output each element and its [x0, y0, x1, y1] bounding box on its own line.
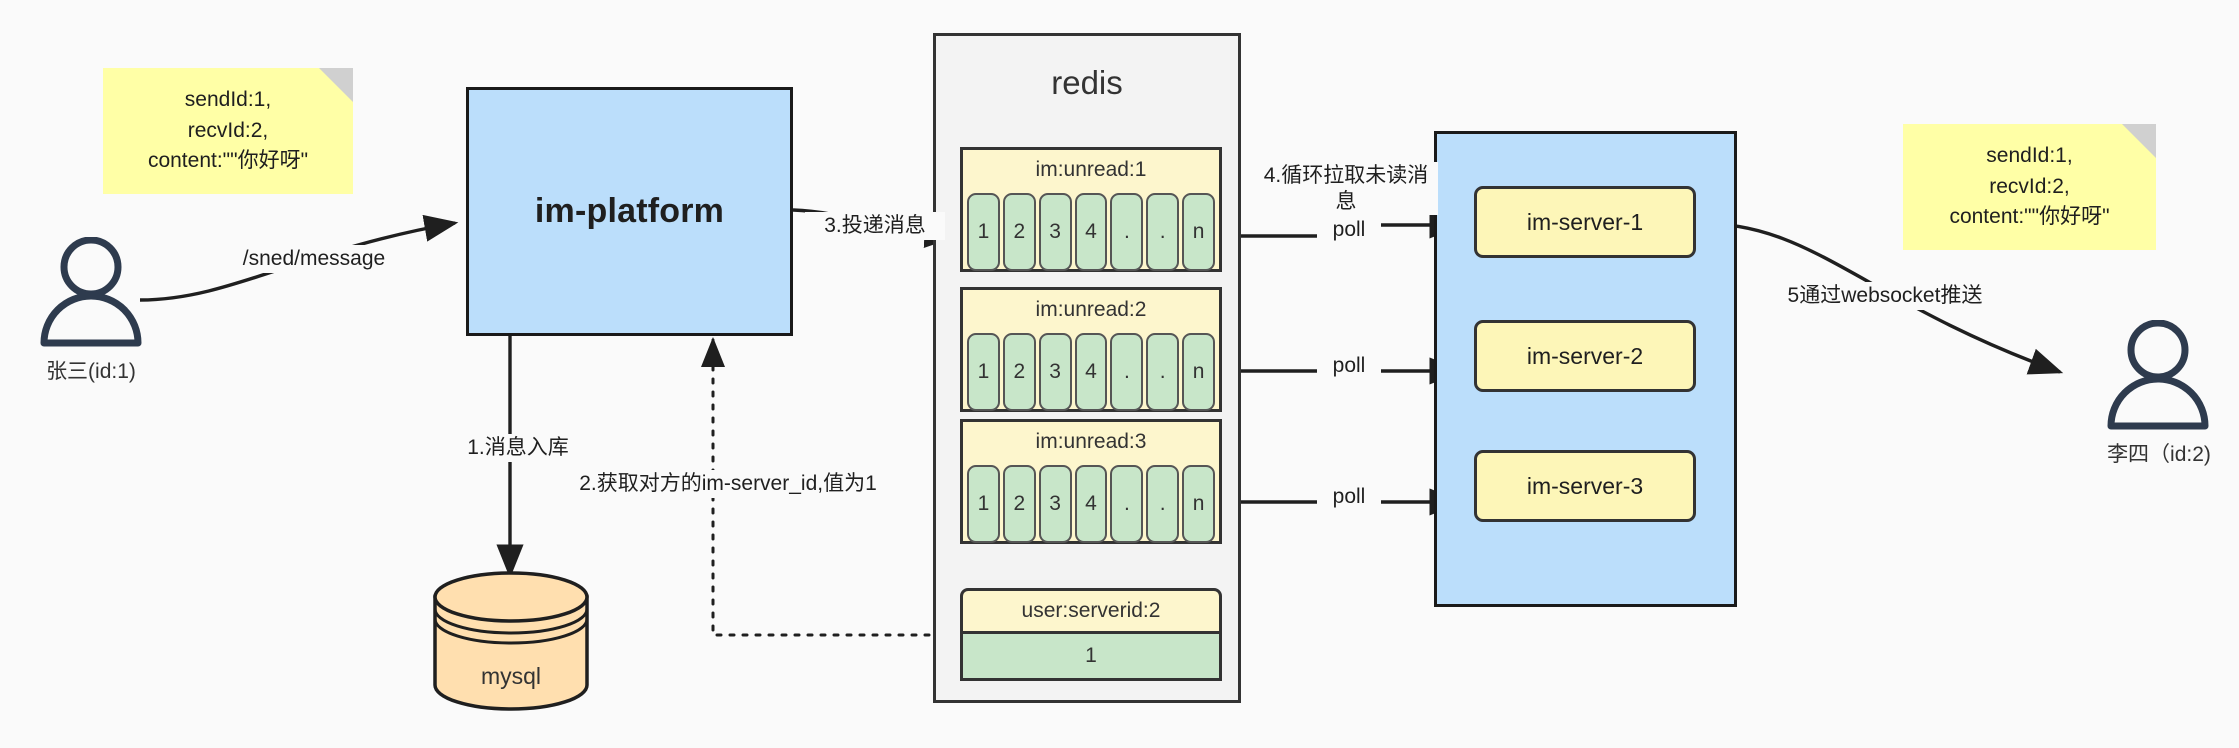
queue-cell: 2 — [1002, 465, 1036, 543]
edge-label-send-message: /sned/message — [228, 245, 400, 273]
queue-cell: 3 — [1038, 193, 1072, 271]
redis-queue-key: im:unread:1 — [1035, 158, 1147, 181]
edge-label-poll-3: poll — [1317, 483, 1381, 511]
redis-queue-cells: 1 2 3 4 . . n — [967, 465, 1216, 543]
service-im-server-1-label: im-server-1 — [1526, 208, 1644, 235]
queue-cell: . — [1146, 193, 1180, 271]
redis-queue-im-unread-2[interactable]: im:unread:2 1 2 3 4 . . n — [960, 287, 1222, 412]
queue-cell: 4 — [1074, 465, 1108, 543]
queue-cell: . — [1146, 465, 1180, 543]
queue-cell: 3 — [1038, 465, 1072, 543]
service-im-server-2-label: im-server-2 — [1526, 342, 1644, 369]
queue-cell: . — [1146, 333, 1180, 411]
avatar-sender — [33, 236, 149, 347]
edge-label-step2: 2.获取对方的im-server_id,值为1 — [562, 470, 894, 498]
queue-cell: 4 — [1074, 333, 1108, 411]
queue-cell: 2 — [1002, 193, 1036, 271]
avatar-receiver — [2100, 319, 2216, 430]
edge-label-poll-1: poll — [1317, 216, 1381, 244]
redis-queue-cells: 1 2 3 4 . . n — [967, 193, 1216, 271]
redis-key-user-serverid-key: user:serverid:2 — [960, 588, 1222, 634]
queue-cell: 1 — [967, 333, 1000, 411]
avatar-sender-caption: 张三(id:1) — [46, 360, 136, 383]
queue-cell: . — [1110, 465, 1144, 543]
queue-cell: . — [1110, 333, 1144, 411]
service-im-platform[interactable]: im-platform — [466, 87, 793, 336]
service-im-server-3-label: im-server-3 — [1526, 472, 1644, 499]
queue-cell: 4 — [1074, 193, 1108, 271]
sticky-fold-corner — [2122, 124, 2156, 158]
service-im-server-3[interactable]: im-server-3 — [1474, 450, 1696, 522]
redis-queue-key: im:unread:2 — [1035, 298, 1147, 321]
datastore-mysql[interactable]: mysql — [431, 571, 591, 711]
sticky-note-text: sendId:1, recvId:2, content:""你好呀" — [147, 88, 309, 173]
queue-cell: 1 — [967, 193, 1000, 271]
edge-label-step5: 5通过websocket推送 — [1776, 282, 1994, 310]
service-redis-label: redis — [1051, 64, 1123, 101]
sticky-note-text: sendId:1, recvId:2, content:""你好呀" — [1949, 144, 2110, 229]
queue-cell: 2 — [1002, 333, 1036, 411]
edge-label-step1: 1.消息入库 — [449, 434, 587, 462]
redis-key-user-serverid-value: 1 — [960, 634, 1222, 681]
service-im-server-2[interactable]: im-server-2 — [1474, 320, 1696, 392]
avatar-receiver-caption: 李四（id:2) — [2107, 443, 2211, 466]
edge-get-serverid — [701, 337, 957, 637]
redis-queue-key: im:unread:3 — [1035, 430, 1147, 453]
service-im-platform-label: im-platform — [534, 192, 725, 230]
queue-cell: 1 — [967, 465, 1000, 543]
queue-cell: 3 — [1038, 333, 1072, 411]
redis-queue-cells: 1 2 3 4 . . n — [967, 333, 1216, 411]
redis-key-user-serverid[interactable]: user:serverid:2 1 — [960, 588, 1222, 681]
queue-cell: n — [1182, 333, 1216, 411]
edge-label-step4: 4.循环拉取未读消 息 — [1254, 162, 1438, 216]
edge-label-step3: 3.投递消息 — [805, 212, 945, 240]
redis-queue-im-unread-1[interactable]: im:unread:1 1 2 3 4 . . n — [960, 147, 1222, 272]
sticky-fold-corner — [319, 68, 353, 102]
sticky-note-receiver-payload: sendId:1, recvId:2, content:""你好呀" — [1903, 124, 2156, 250]
datastore-mysql-label: mysql — [480, 663, 542, 689]
queue-cell: n — [1182, 465, 1216, 543]
service-im-server-1[interactable]: im-server-1 — [1474, 186, 1696, 258]
sticky-note-sender-payload: sendId:1, recvId:2, content:""你好呀" — [103, 68, 353, 194]
queue-cell: n — [1182, 193, 1216, 271]
queue-cell: . — [1110, 193, 1144, 271]
redis-queue-im-unread-3[interactable]: im:unread:3 1 2 3 4 . . n — [960, 419, 1222, 544]
edge-label-poll-2: poll — [1317, 352, 1381, 380]
